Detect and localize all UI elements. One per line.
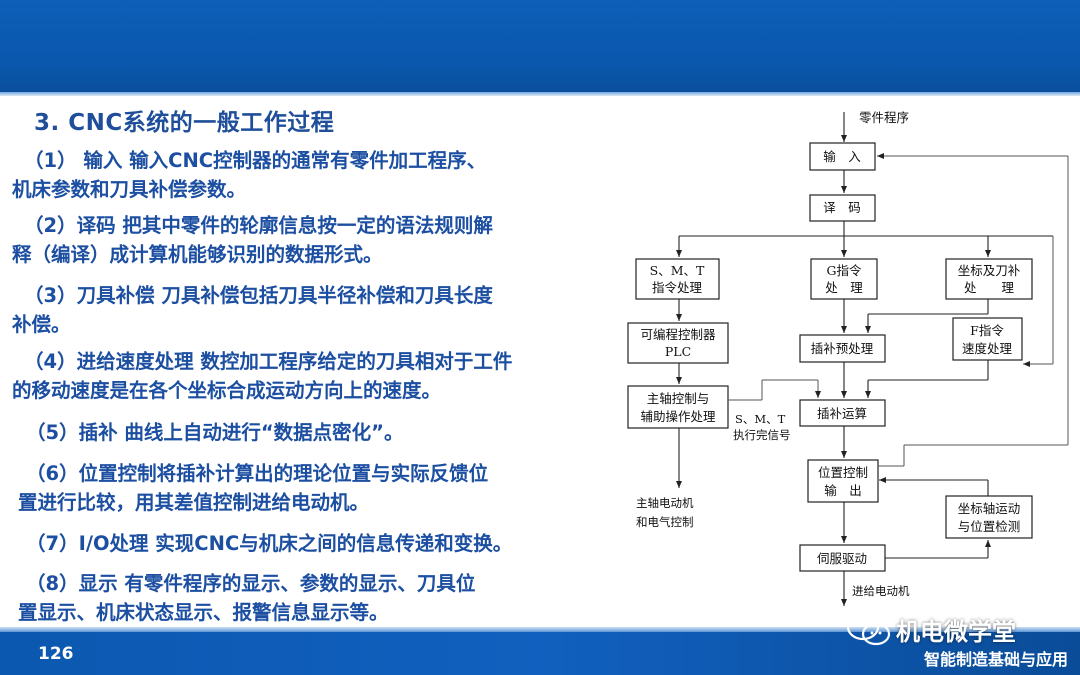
item-text: 的移动速度是在各个坐标合成运动方向上的速度。 <box>12 379 442 402</box>
item-text: （6）位置控制将插补计算出的理论位置与实际反馈位 <box>26 462 489 485</box>
node-servo-drive: 伺服驱动 <box>799 544 886 572</box>
course-name: 智能制造基础与应用 <box>923 650 1068 669</box>
start-label: 零件程序 <box>859 110 909 125</box>
cnc-flow-diagram: 零件程序 输 入 译 码 S、M、T 指令处理 G指令 处 理 坐标及刀补 处 … <box>627 110 1069 606</box>
node-plc: 可编程控制器 PLC <box>627 322 729 364</box>
item-text: （7）I/O处理 实现CNC与机床之间的信息传递和变换。 <box>26 532 513 555</box>
node-interpolation: 插补运算 <box>799 399 886 427</box>
process-item-interpolation: （5）插补 曲线上自动进行“数据点密化”。 <box>12 418 622 447</box>
item-text: 机床参数和刀具补偿参数。 <box>12 178 247 201</box>
item-text: 置显示、机床状态显示、报警信息显示等。 <box>18 601 389 624</box>
item-text: （3）刀具补偿 刀具补偿包括刀具半径补偿和刀具长度 <box>24 284 493 307</box>
header-bar <box>0 0 1080 92</box>
page-number: 126 <box>38 644 74 664</box>
header-divider <box>0 92 1080 96</box>
footer-divider <box>0 627 1080 632</box>
output-label: 主轴电动机 <box>636 496 694 510</box>
node-label: 位置控制 <box>818 465 868 480</box>
node-position-detection: 坐标轴运动 与位置检测 <box>945 495 1033 539</box>
node-label: 输 入 <box>823 149 861 164</box>
node-label: 插补预处理 <box>811 341 874 356</box>
node-label: 伺服驱动 <box>817 551 867 566</box>
process-item-position-control: （6）位置控制将插补计算出的理论位置与实际反馈位 置进行比较，用其差值控制进给电… <box>12 459 622 517</box>
node-label: 与位置检测 <box>958 519 1021 534</box>
node-label: S、M、T <box>650 263 705 278</box>
signal-label: S、M、T <box>735 412 786 426</box>
node-label: G指令 <box>827 263 862 278</box>
watermark: 机电微学堂 <box>846 612 1016 647</box>
output-label: 和电气控制 <box>636 515 694 529</box>
process-item-tool-compensation: （3）刀具补偿 刀具补偿包括刀具半径补偿和刀具长度 补偿。 <box>12 281 622 339</box>
item-text: 置进行比较，用其差值控制进给电动机。 <box>18 491 370 514</box>
watermark-text: 机电微学堂 <box>896 618 1016 646</box>
node-decode: 译 码 <box>809 194 876 222</box>
node-input: 输 入 <box>809 142 876 171</box>
node-label: PLC <box>665 344 691 359</box>
section-title: 3. CNC系统的一般工作过程 <box>34 110 335 136</box>
signal-label: 执行完信号 <box>733 428 791 442</box>
node-f-speed-processing: F指令 速度处理 <box>952 317 1023 361</box>
node-position-control: 位置控制 输 出 <box>807 459 879 503</box>
process-item-decode: （2）译码 把其中零件的轮廓信息按一定的语法规则解 释（编译）成计算机能够识别的… <box>12 211 622 269</box>
item-text: （8）显示 有零件程序的显示、参数的显示、刀具位 <box>26 572 476 595</box>
node-smt-processing: S、M、T 指令处理 <box>635 258 720 300</box>
item-text: （5）插补 曲线上自动进行“数据点密化”。 <box>26 421 404 444</box>
process-item-display: （8）显示 有零件程序的显示、参数的显示、刀具位 置显示、机床状态显示、报警信息… <box>12 569 622 627</box>
node-label: 坐标及刀补 <box>958 263 1021 278</box>
node-label: 辅助操作处理 <box>640 409 716 424</box>
item-text: 释（编译）成计算机能够识别的数据形式。 <box>12 243 383 266</box>
wechat-icon <box>846 613 891 645</box>
node-label: 插补运算 <box>817 406 867 421</box>
item-text: （2）译码 把其中零件的轮廓信息按一定的语法规则解 <box>24 214 493 237</box>
node-spindle-control: 主轴控制与 辅助操作处理 <box>627 385 729 429</box>
footer-bar <box>0 632 1080 675</box>
node-label: F指令 <box>970 323 1004 338</box>
item-text: （1） 输入 输入CNC控制器的通常有零件加工程序、 <box>24 149 487 172</box>
node-label: 输 出 <box>824 483 862 498</box>
node-label: 指令处理 <box>652 280 703 295</box>
process-item-feed-speed: （4）进给速度处理 数控加工程序给定的刀具相对于工件 的移动速度是在各个坐标合成… <box>12 347 622 405</box>
process-item-io: （7）I/O处理 实现CNC与机床之间的信息传递和变换。 <box>12 529 622 558</box>
node-label: 速度处理 <box>962 341 1013 356</box>
item-text: 补偿。 <box>12 313 71 336</box>
node-label: 译 码 <box>823 200 861 215</box>
node-coordinate-tool-comp: 坐标及刀补 处 理 <box>945 258 1033 300</box>
node-label: 处 理 <box>964 280 1015 295</box>
process-item-input: （1） 输入 输入CNC控制器的通常有零件加工程序、 机床参数和刀具补偿参数。 <box>12 146 622 204</box>
node-g-processing: G指令 处 理 <box>810 258 878 300</box>
node-label: 主轴控制与 <box>647 391 710 406</box>
item-text: （4）进给速度处理 数控加工程序给定的刀具相对于工件 <box>24 350 513 373</box>
node-label: 处 理 <box>825 280 863 295</box>
node-label: 坐标轴运动 <box>958 501 1021 516</box>
end-label: 进给电动机 <box>852 584 910 598</box>
node-label: 可编程控制器 <box>640 327 716 342</box>
node-pre-interpolation: 插补预处理 <box>799 334 886 363</box>
